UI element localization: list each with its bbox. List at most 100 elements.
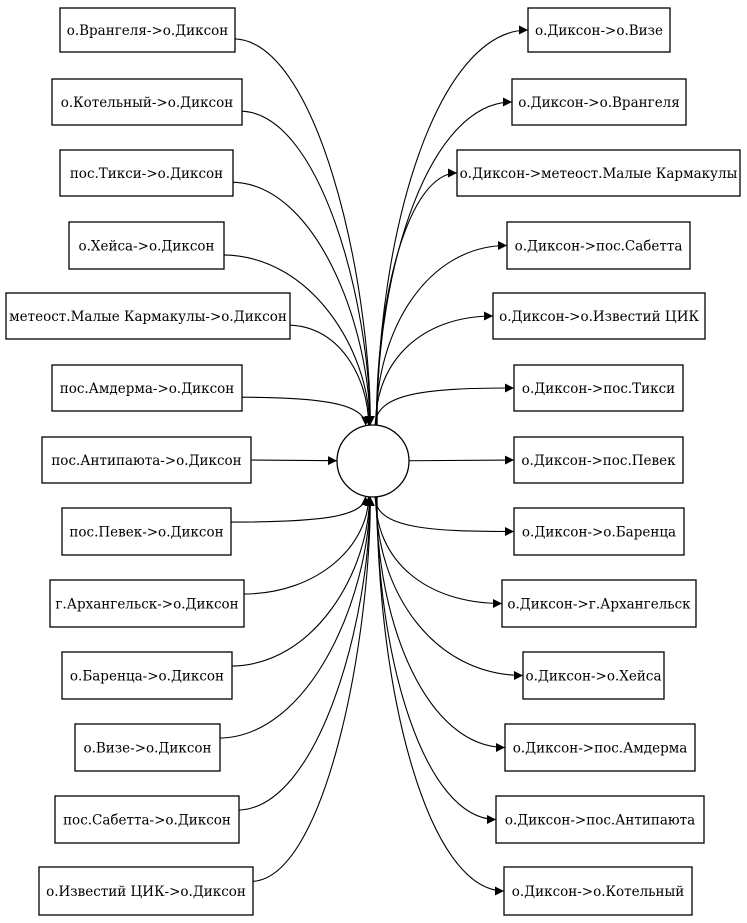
node-label: о.Диксон->пос.Певек xyxy=(521,453,676,469)
node-label: пос.Антипаюта->о.Диксон xyxy=(51,453,241,469)
node-box xyxy=(506,221,691,270)
node-label: г.Архангельск->о.Диксон xyxy=(55,597,238,613)
node-label: метеост.Малые Кармакулы->о.Диксон xyxy=(9,309,287,325)
node-box xyxy=(495,795,705,844)
hub-node xyxy=(336,424,410,498)
node-in-8[interactable]: г.Архангельск->о.Диксон xyxy=(49,579,245,628)
node-box xyxy=(61,507,232,556)
node-label: о.Диксон->о.Баренца xyxy=(522,525,676,541)
edge-in-0 xyxy=(232,38,375,426)
node-box xyxy=(501,579,697,628)
node-box xyxy=(59,7,236,53)
edge-in-2 xyxy=(230,181,375,426)
node-box xyxy=(513,507,685,556)
node-out-12[interactable]: о.Диксон->о.Котельный xyxy=(503,866,693,916)
edge-out-2 xyxy=(375,168,458,426)
node-box xyxy=(492,292,706,340)
node-label: о.Диксон->пос.Амдерма xyxy=(513,741,688,757)
node-label: о.Визе->о.Диксон xyxy=(83,741,211,757)
node-out-10[interactable]: о.Диксон->пос.Амдерма xyxy=(504,723,696,772)
node-label: о.Диксон->пос.Антипаюта xyxy=(505,813,695,829)
edge-out-7 xyxy=(374,496,515,536)
node-box xyxy=(522,651,665,700)
node-out-5[interactable]: о.Диксон->пос.Тикси xyxy=(513,364,684,412)
node-box xyxy=(456,149,741,197)
edge-out-9 xyxy=(375,496,524,680)
node-in-1[interactable]: о.Котельный->о.Диксон xyxy=(51,78,243,126)
node-out-1[interactable]: о.Диксон->о.Врангеля xyxy=(511,78,687,126)
node-label: пос.Тикси->о.Диксон xyxy=(70,166,223,182)
node-label: пос.Сабетта->о.Диксон xyxy=(63,813,231,829)
node-box xyxy=(5,292,291,340)
node-in-4[interactable]: метеост.Малые Кармакулы->о.Диксон xyxy=(5,292,291,340)
node-label: о.Диксон->пос.Тикси xyxy=(522,381,675,397)
nodes-layer: о.Врангеля->о.Диксон о.Котельный->о.Диксо… xyxy=(5,7,741,916)
edge-out-11 xyxy=(376,496,497,824)
node-label: о.Диксон->метеост.Малые Кармакулы xyxy=(460,166,738,182)
edge-in-3 xyxy=(221,254,374,426)
edge-in-1 xyxy=(239,110,375,426)
edge-out-12 xyxy=(376,496,505,896)
node-label: пос.Певек->о.Диксон xyxy=(69,525,223,541)
node-label: о.Хейса->о.Диксон xyxy=(78,239,214,255)
node-out-6[interactable]: о.Диксон->пос.Певек xyxy=(513,436,684,484)
edge-out-3 xyxy=(375,241,508,426)
node-in-2[interactable]: пос.Тикси->о.Диксон xyxy=(59,149,234,197)
node-label: о.Диксон->о.Хейса xyxy=(525,669,661,685)
node-box xyxy=(503,866,693,916)
edge-out-10 xyxy=(375,496,506,752)
node-label: о.Диксон->о.Визе xyxy=(535,23,663,39)
edges-layer xyxy=(217,25,529,896)
node-box xyxy=(511,78,687,126)
node-box xyxy=(59,149,234,197)
node-out-9[interactable]: о.Диксон->о.Хейса xyxy=(522,651,665,700)
node-in-3[interactable]: о.Хейса->о.Диксон xyxy=(68,221,225,270)
node-in-12[interactable]: о.Известий ЦИК->о.Диксон xyxy=(38,866,254,916)
edge-in-7 xyxy=(228,496,370,523)
node-label: о.Баренца->о.Диксон xyxy=(70,669,224,685)
edge-out-4 xyxy=(375,311,494,426)
node-box xyxy=(54,795,240,844)
node-label: о.Известий ЦИК->о.Диксон xyxy=(46,884,246,900)
edge-in-4 xyxy=(287,324,374,426)
edge-in-6 xyxy=(250,456,338,466)
node-out-4[interactable]: о.Диксон->о.Известий ЦИК xyxy=(492,292,706,340)
edge-out-1 xyxy=(376,97,513,426)
node-out-8[interactable]: о.Диксон->г.Архангельск xyxy=(501,579,697,628)
node-in-7[interactable]: пос.Певек->о.Диксон xyxy=(61,507,232,556)
edge-in-9 xyxy=(229,496,374,667)
edge-in-11 xyxy=(236,496,375,811)
node-label: о.Диксон->г.Архангельск xyxy=(507,597,691,613)
edge-in-5 xyxy=(239,396,371,426)
node-box xyxy=(68,221,225,270)
edge-in-10 xyxy=(217,496,375,739)
edge-in-12 xyxy=(250,496,375,882)
node-in-5[interactable]: пос.Амдерма->о.Диксон xyxy=(51,364,243,412)
node-box xyxy=(504,723,696,772)
node-box xyxy=(38,866,254,916)
node-in-0[interactable]: о.Врангеля->о.Диксон xyxy=(59,7,236,53)
node-box xyxy=(74,723,221,772)
node-out-7[interactable]: о.Диксон->о.Баренца xyxy=(513,507,685,556)
node-in-11[interactable]: пос.Сабетта->о.Диксон xyxy=(54,795,240,844)
node-box xyxy=(51,364,243,412)
node-out-0[interactable]: о.Диксон->о.Визе xyxy=(527,7,671,53)
node-label: о.Диксон->о.Известий ЦИК xyxy=(499,309,699,325)
node-box xyxy=(527,7,671,53)
node-in-9[interactable]: о.Баренца->о.Диксон xyxy=(61,651,233,700)
node-in-6[interactable]: пос.Антипаюта->о.Диксон xyxy=(41,436,252,484)
node-box xyxy=(41,436,252,484)
node-label: пос.Амдерма->о.Диксон xyxy=(60,381,235,397)
node-label: о.Диксон->о.Врангеля xyxy=(518,95,680,111)
node-out-11[interactable]: о.Диксон->пос.Антипаюта xyxy=(495,795,705,844)
node-label: о.Диксон->пос.Сабетта xyxy=(515,239,683,255)
node-out-2[interactable]: о.Диксон->метеост.Малые Кармакулы xyxy=(456,149,741,197)
node-box xyxy=(513,436,684,484)
edge-in-8 xyxy=(241,496,374,595)
node-in-10[interactable]: о.Визе->о.Диксон xyxy=(74,723,221,772)
node-box xyxy=(513,364,684,412)
edge-out-0 xyxy=(376,25,529,426)
node-out-3[interactable]: о.Диксон->пос.Сабетта xyxy=(506,221,691,270)
